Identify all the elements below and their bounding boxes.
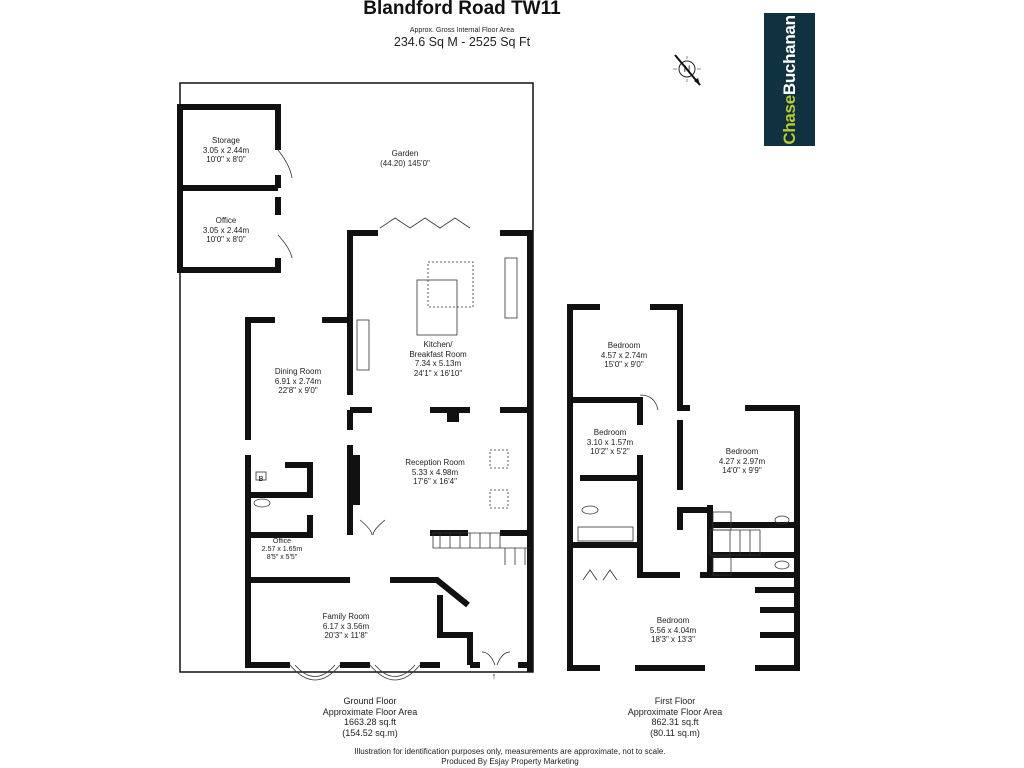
room-metric: 5.33 x 4.98m — [411, 467, 459, 477]
room-kitchen: Kitchen/ Breakfast Room 7.34 x 5.13m 24'… — [409, 340, 466, 378]
room-name: Office — [215, 216, 237, 225]
room-metric: 5.56 x 4.04m — [649, 625, 697, 635]
first-floor-fixtures — [577, 394, 790, 581]
compass-label: N — [684, 64, 691, 74]
room-metric: (44.20) 145'0" — [380, 158, 430, 168]
area-subtitle: Approx. Gross Internal Floor Area — [409, 27, 515, 34]
room-office-outbuilding: Office 3.05 x 2.44m 10'0" x 8'0" — [203, 216, 249, 245]
room-storage: Storage 3.05 x 2.44m 10'0" x 8'0" — [203, 136, 249, 165]
room-name: Family Room — [322, 612, 370, 621]
room-name: Office — [272, 538, 292, 545]
floor-area-sqft: 1663.28 sq.ft — [343, 717, 397, 727]
room-name: Bedroom — [607, 341, 641, 350]
chase-buchanan-logo: ChaseBuchanan — [764, 13, 815, 146]
room-metric: 3.05 x 2.44m — [202, 145, 250, 155]
room-bedroom-3: Bedroom 4.27 x 2.97m 14'0" x 9'9" — [719, 447, 765, 476]
room-metric: 3.10 x 1.57m — [586, 437, 634, 447]
floor-name: First Floor — [654, 696, 696, 706]
room-bedroom-4: Bedroom 5.56 x 4.04m 18'3" x 13'3" — [650, 616, 696, 645]
ground-floor-summary: Ground Floor Approximate Floor Area 1663… — [323, 696, 418, 738]
ground-floor-walls — [177, 104, 533, 672]
garden-boundary — [179, 82, 534, 673]
room-imperial: 10'2" x 5'2" — [590, 447, 630, 456]
room-name-2: Breakfast Room — [409, 349, 467, 359]
room-name: Garden — [391, 149, 419, 158]
entrance-arrow-icon: ↑ — [492, 671, 497, 681]
room-metric: 3.05 x 2.44m — [202, 225, 250, 235]
room-garden: Garden (44.20) 145'0" — [380, 149, 430, 168]
floor-name: Ground Floor — [343, 696, 397, 706]
room-metric: 6.17 x 3.56m — [322, 621, 370, 631]
room-imperial: 8'5" x 5'5" — [266, 554, 298, 561]
room-metric: 7.34 x 5.13m — [414, 359, 462, 368]
room-name: Storage — [211, 136, 241, 145]
floor-area-sqft: 862.31 sq.ft — [651, 717, 699, 727]
room-dining: Dining Room 6.91 x 2.74m 22'8" x 9'0" — [275, 367, 321, 396]
page-title: Blandford Road TW11 — [363, 0, 561, 19]
room-imperial: 15'0" x 9'0" — [604, 360, 644, 369]
room-name: Bedroom — [593, 428, 627, 437]
floor-area-sqm: (154.52 sq.m) — [342, 727, 398, 738]
room-bedroom-2: Bedroom 3.10 x 1.57m 10'2" x 5'2" — [587, 428, 633, 457]
room-imperial: 20'3" x 11'8" — [324, 631, 368, 640]
chimney — [447, 410, 459, 422]
total-area: 234.6 Sq M - 2525 Sq Ft — [393, 35, 531, 49]
floor-area-label: Approximate Floor Area — [627, 706, 723, 717]
room-office: Office 2.57 x 1.65m 8'5" x 5'5" — [262, 538, 302, 562]
room-name: Dining Room — [274, 367, 322, 376]
room-imperial: 17'6" x 16'4" — [413, 477, 457, 486]
room-imperial: 14'0" x 9'9" — [722, 466, 762, 475]
room-name: Kitchen/ — [423, 340, 453, 349]
disclaimer: Illustration for identification purposes… — [354, 747, 666, 756]
room-imperial: 10'0" x 8'0" — [206, 155, 246, 164]
room-name: Bedroom — [656, 616, 690, 625]
room-name: Bedroom — [725, 447, 759, 456]
room-imperial: 22'8" x 9'0" — [278, 386, 318, 395]
room-name: Reception Room — [405, 458, 465, 467]
room-family: Family Room 6.17 x 3.56m 20'3" x 11'8" — [322, 612, 369, 641]
chimney-breast — [350, 455, 360, 505]
room-metric: 4.27 x 2.97m — [718, 456, 766, 466]
room-bedroom-1: Bedroom 4.57 x 2.74m 15'0" x 9'0" — [601, 341, 647, 370]
ground-floor-fixtures — [253, 149, 530, 681]
boiler-label: B — [259, 476, 264, 483]
room-metric: 6.91 x 2.74m — [274, 376, 322, 386]
room-metric: 2.57 x 1.65m — [261, 546, 303, 553]
room-metric: 4.57 x 2.74m — [600, 350, 648, 360]
first-floor-summary: First Floor Approximate Floor Area 862.3… — [628, 696, 723, 738]
room-reception: Reception Room 5.33 x 4.98m 17'6" x 16'4… — [405, 458, 465, 487]
compass-icon: N — [673, 54, 701, 86]
floor-area-sqm: (80.11 sq.m) — [650, 727, 700, 738]
floor-area-label: Approximate Floor Area — [322, 706, 418, 717]
room-imperial: 18'3" x 13'3" — [651, 635, 695, 644]
room-imperial: 24'1" x 16'10" — [413, 368, 463, 378]
room-imperial: 10'0" x 8'0" — [206, 235, 246, 244]
producer-credit: Produced By Esjay Property Marketing — [441, 757, 579, 766]
